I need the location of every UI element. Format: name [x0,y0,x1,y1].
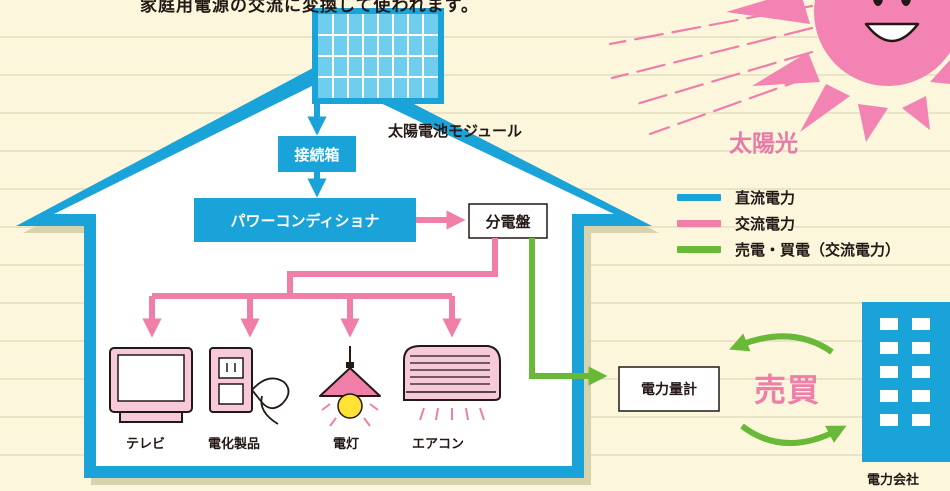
legend-item-ac: 交流電力 [677,210,900,236]
power-company-label: 電力会社 [867,473,920,488]
legend-label: 売電・買電（交流電力） [735,240,901,259]
legend-swatch-ac [677,219,721,227]
solar-module-label: 太陽電池モジュール [388,122,522,140]
distribution-board-label: 分電盤 [485,212,531,231]
junction-box [278,136,356,172]
outlet-plug-icon [209,347,290,425]
junction-box-label: 接続箱 [294,145,340,164]
power-meter-label: 電力量計 [641,382,697,398]
sunlight-label: 太陽光 [729,131,798,157]
legend-item-grid: 売電・買電（交流電力） [677,236,900,262]
distribution-board-box [468,203,548,239]
legend-swatch-dc [677,193,721,201]
legend-swatch-grid [677,245,721,253]
air-conditioner-icon [403,345,501,421]
appliance-label-tv: テレビ [126,437,166,452]
tv-icon [109,347,193,423]
trade-label: 売買 [753,371,820,409]
legend-label: 交流電力 [735,214,796,233]
sunlight-rays [608,4,814,136]
power-company-building-icon [862,302,950,462]
ac-flow [142,210,498,338]
grid-flow [529,238,608,386]
appliance-label-lamp: 電灯 [333,437,360,452]
appliance-label-aircon: エアコン [412,437,465,452]
appliance-label-electronics: 電化製品 [208,437,261,452]
legend-item-dc: 直流電力 [677,184,900,210]
lamp-icon [319,346,381,427]
power-conditioner-label: パワーコンディショナ [230,211,380,230]
power-meter-box [618,366,720,412]
legend-label: 直流電力 [735,188,796,207]
legend: 直流電力 交流電力 売電・買電（交流電力） [677,184,900,262]
sun-icon [726,0,950,142]
power-conditioner-box [194,198,416,242]
top-caption: 家庭用電源の交流に変換して使われます。 [140,0,479,16]
trade-arrows [729,333,847,447]
solar-panel-icon [312,8,444,104]
